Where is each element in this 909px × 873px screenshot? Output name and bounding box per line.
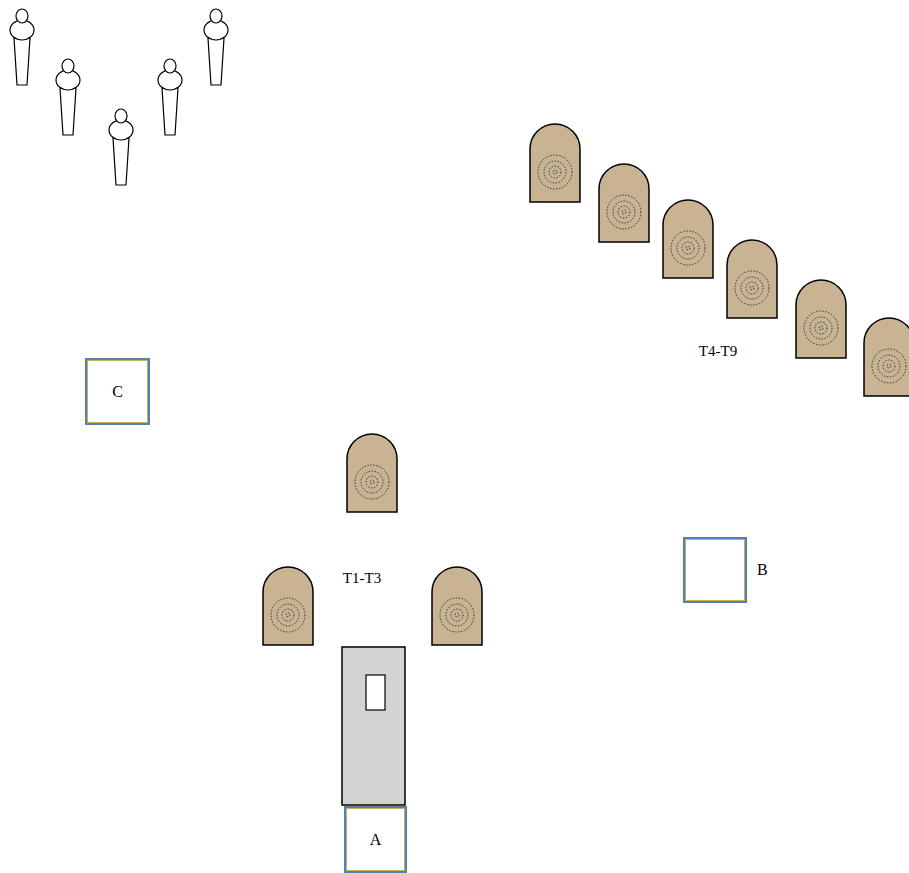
no-shoot-figure <box>158 59 182 135</box>
paper-target <box>663 200 713 278</box>
paper-target <box>432 567 482 645</box>
no-shoot-figure <box>10 9 34 85</box>
shooting-structure <box>342 647 405 805</box>
box-label: C <box>112 384 123 400</box>
paper-target <box>864 318 909 396</box>
shooting-box: A <box>344 806 407 873</box>
paper-target <box>263 567 313 645</box>
paper-target <box>530 124 580 202</box>
box-label: B <box>757 562 768 578</box>
box-label: A <box>370 832 382 848</box>
paper-target <box>347 434 397 512</box>
target-group-label: T1-T3 <box>343 571 381 586</box>
paper-target <box>796 280 846 358</box>
no-shoot-figure <box>109 109 133 185</box>
paper-target <box>599 164 649 242</box>
window-port <box>366 675 385 710</box>
paper-target <box>727 240 777 318</box>
target-group-label: T4-T9 <box>699 344 737 359</box>
no-shoot-figure <box>56 59 80 135</box>
no-shoot-figure <box>204 9 228 85</box>
shooting-box: B <box>683 537 747 603</box>
shooting-box: C <box>85 358 150 425</box>
